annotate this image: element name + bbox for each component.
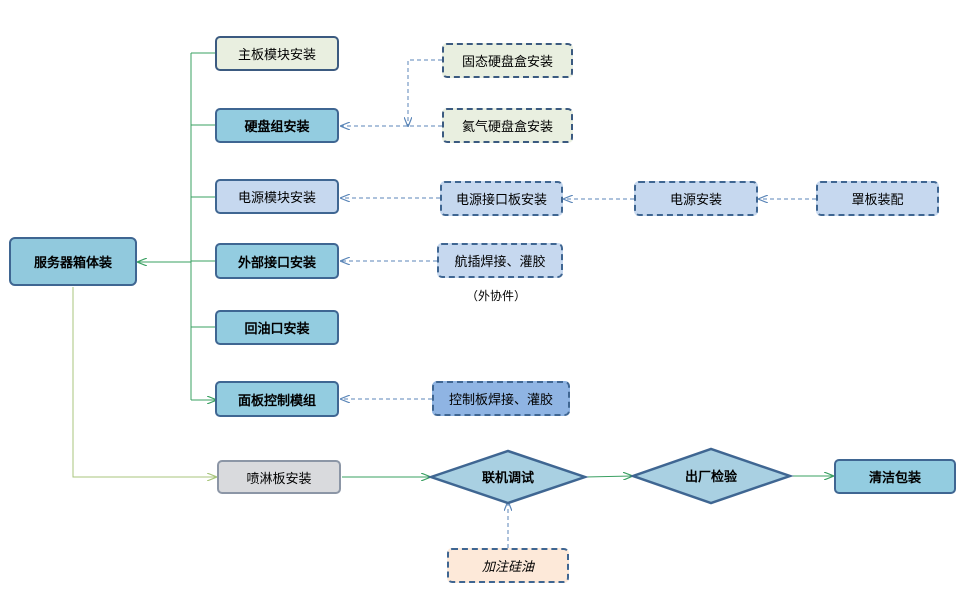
power-interface-board-node: 电源接口板安装: [440, 181, 563, 216]
joint-debugging-label: 联机调试: [482, 470, 534, 486]
oil-return-node: 回油口安装: [215, 310, 339, 345]
factory-inspection-diamond: 出厂检验: [629, 447, 794, 505]
box-to-spray-connector: [72, 287, 216, 477]
cover-assembly-label: 罩板装配: [851, 193, 904, 208]
spray-board-node: 喷淋板安装: [217, 460, 341, 494]
disk-group-label: 硬盘组安装: [244, 120, 310, 135]
mainboard-module-node: 主板模块安装: [215, 36, 339, 71]
panel-control-node: 面板控制模组: [215, 381, 339, 417]
clean-packaging-node: 清洁包装: [834, 459, 956, 494]
aviation-plug-label: 航插焊接、灌胶: [454, 255, 546, 270]
control-board-welding-node: 控制板焊接、灌胶: [432, 381, 570, 416]
control-board-welding-label: 控制板焊接、灌胶: [448, 393, 553, 408]
silicone-oil-node: 加注硅油: [447, 548, 569, 583]
external-interface-label: 外部接口安装: [237, 255, 316, 271]
supply-connectors: [341, 59, 816, 548]
aviation-plug-node: 航插焊接、灌胶: [437, 243, 563, 278]
outsourced-caption: （外协件）: [466, 289, 527, 303]
server-box-assembly-node: 服务器箱体装: [9, 237, 137, 286]
panel-control-label: 面板控制模组: [237, 393, 316, 409]
helium-disk-box-node: 氦气硬盘盒安装: [442, 108, 573, 143]
server-box-assembly-label: 服务器箱体装: [33, 256, 112, 271]
power-module-label: 电源模块安装: [237, 191, 316, 206]
assembly-bus-connector: [138, 52, 216, 400]
power-install-node: 电源安装: [634, 181, 758, 216]
spray-board-label: 喷淋板安装: [246, 471, 312, 487]
silicone-oil-label: 加注硅油: [481, 560, 534, 575]
helium-disk-box-label: 氦气硬盘盒安装: [461, 120, 553, 135]
main-process-connectors: [342, 476, 833, 477]
external-interface-node: 外部接口安装: [215, 243, 339, 279]
clean-packaging-label: 清洁包装: [868, 471, 921, 486]
mainboard-module-label: 主板模块安装: [237, 48, 316, 63]
ssd-box-label: 固态硬盘盒安装: [461, 55, 553, 70]
oil-return-label: 回油口安装: [244, 322, 310, 337]
factory-inspection-label: 出厂检验: [685, 469, 738, 485]
joint-debugging-diamond: 联机调试: [427, 449, 589, 505]
cover-assembly-node: 罩板装配: [816, 181, 939, 216]
ssd-box-node: 固态硬盘盒安装: [442, 43, 573, 78]
power-interface-board-label: 电源接口板安装: [455, 193, 547, 208]
disk-group-node: 硬盘组安装: [215, 108, 339, 143]
power-install-label: 电源安装: [669, 193, 722, 208]
power-module-node: 电源模块安装: [215, 179, 339, 214]
